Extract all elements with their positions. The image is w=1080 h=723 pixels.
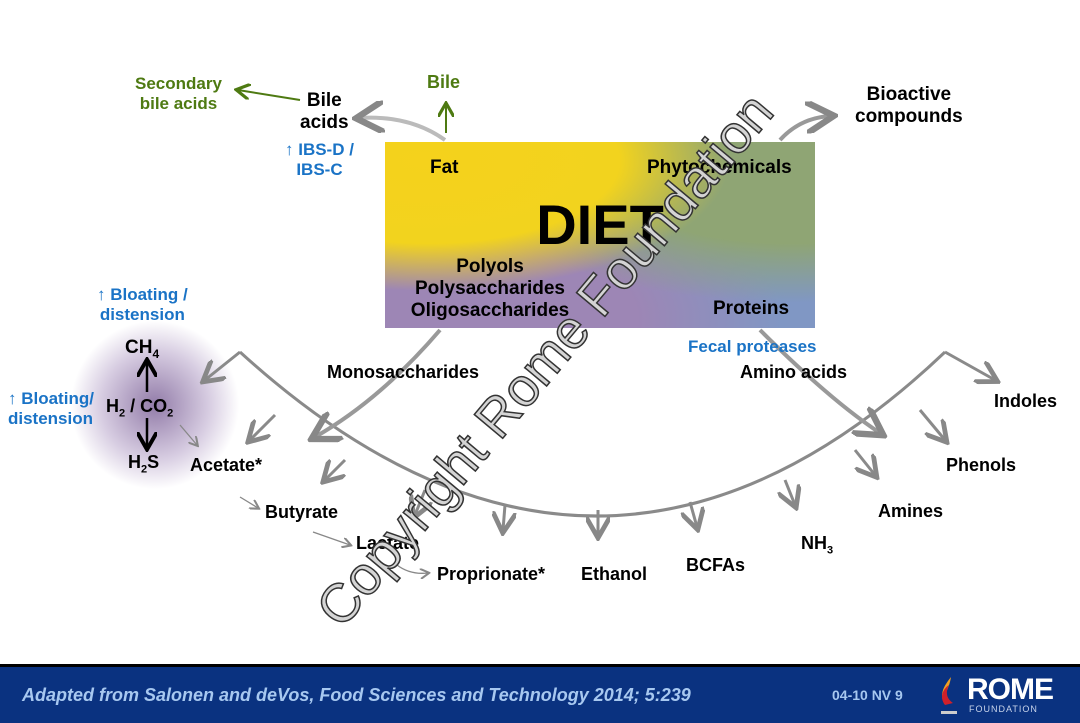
logo-name: ROME	[967, 673, 1054, 706]
fat-label: Fat	[430, 157, 459, 178]
sub: 4	[152, 346, 160, 361]
footer-bar: Adapted from Salonen and deVos, Food Sci…	[0, 664, 1080, 723]
phytochemicals-label: Phytochemicals	[647, 157, 792, 178]
polyols: Polyols	[456, 256, 524, 277]
bloating-left: ↑ Bloating/distension	[8, 389, 94, 428]
diet-box: DIET Fat Phytochemicals Polyols Polysacc…	[385, 142, 815, 328]
line: distension	[99, 304, 185, 324]
fecal-proteases: Fecal proteases	[688, 337, 817, 356]
line: compounds	[855, 105, 963, 127]
t: CH	[125, 337, 153, 358]
t: H	[106, 396, 119, 416]
monosaccharides: Monosaccharides	[327, 362, 480, 382]
proteins-label: Proteins	[713, 298, 790, 319]
line: acids	[300, 111, 349, 133]
line: Secondary	[135, 74, 222, 93]
phenols: Phenols	[946, 455, 1017, 475]
line: Bile	[306, 90, 342, 111]
ethanol: Ethanol	[581, 564, 647, 584]
sub: 2	[119, 407, 126, 420]
sub: 3	[827, 544, 834, 557]
slide-code: 04-10 NV 9	[832, 687, 903, 703]
citation: Adapted from Salonen and deVos, Food Sci…	[22, 685, 691, 705]
sub: 2	[167, 407, 174, 420]
logo-sub: FOUNDATION	[969, 704, 1038, 714]
t: H	[128, 452, 141, 472]
h2-co2: H2 / CO2	[106, 396, 173, 420]
ibs-label: ↑ IBS-D /IBS-C	[285, 140, 354, 179]
line: distension	[8, 408, 94, 428]
indoles: Indoles	[994, 391, 1058, 411]
t: NH	[801, 533, 827, 553]
carbohydrates-label: Polyols Polysaccharides Oligosaccharides	[400, 256, 580, 322]
bloating-top: ↑ Bloating /distension	[97, 285, 188, 324]
proprionate: Proprionate*	[437, 564, 546, 584]
acetate: Acetate*	[190, 455, 263, 475]
bile: Bile	[427, 72, 461, 92]
bcfas: BCFAs	[686, 555, 746, 575]
sub: 2	[141, 463, 148, 476]
line: ↑ IBS-D /	[285, 140, 354, 159]
amines: Amines	[878, 501, 944, 521]
polysaccharides: Polysaccharides	[415, 277, 565, 299]
h2s: H2S	[128, 452, 159, 476]
oligosaccharides: Oligosaccharides	[410, 299, 570, 321]
line: bile acids	[139, 93, 218, 113]
lactate: Lactate	[356, 533, 420, 553]
line: ↑ Bloating /	[97, 285, 188, 304]
t: / CO	[125, 396, 168, 416]
amino-acids: Amino acids	[740, 362, 848, 382]
gas-glow	[70, 320, 240, 490]
diet-title: DIET	[536, 193, 664, 256]
butyrate: Butyrate	[265, 502, 339, 522]
t: S	[147, 452, 160, 472]
flame-icon	[941, 677, 957, 714]
nh3: NH3	[801, 533, 833, 557]
ch4: CH4	[125, 337, 159, 362]
line: IBS-C	[296, 159, 343, 179]
rome-foundation-logo: ROME FOUNDATION	[935, 673, 1065, 717]
line: Bioactive	[866, 84, 952, 105]
line: ↑ Bloating/	[8, 389, 94, 408]
